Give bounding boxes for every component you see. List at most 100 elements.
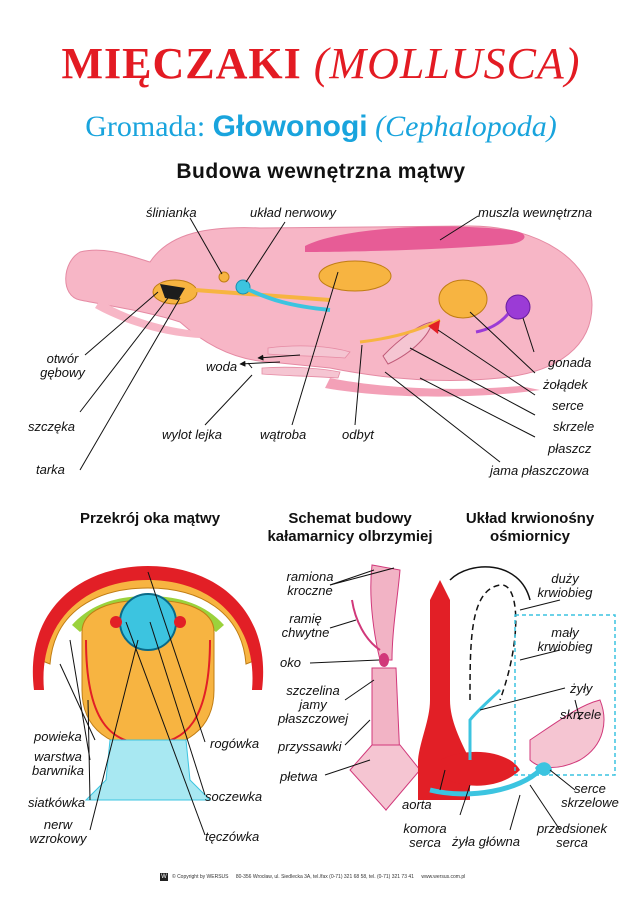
squid-arms xyxy=(370,564,401,661)
label-przedsionek-1: przedsionek xyxy=(536,821,608,836)
label-powieka: powieka xyxy=(34,729,82,744)
gonad-duct xyxy=(475,313,510,334)
subtitle-prefix: Gromada: xyxy=(85,110,206,143)
main-vein xyxy=(429,768,542,797)
gill xyxy=(382,321,433,365)
iris-right xyxy=(174,616,186,628)
cuttlefish-lower-mantle xyxy=(325,378,540,397)
label-jama-plaszczowa: jama płaszczowa xyxy=(490,463,589,478)
section-title-squid-line1: Schemat budowy xyxy=(288,510,412,527)
page-subtitle: Gromada: Głowonogi (Cephalopoda) xyxy=(0,110,642,144)
label-nerw-2: wzrokowy xyxy=(29,831,87,846)
section-title-eye: Przekrój oka mątwy xyxy=(79,510,221,527)
water-arrow-2 xyxy=(257,354,301,361)
footer-copyright: © Copyright by WERSUS xyxy=(172,874,229,880)
label-skrzele: skrzele xyxy=(553,419,595,434)
label-watroba: wątroba xyxy=(260,427,307,442)
water-arrow-1 xyxy=(239,360,281,367)
veins xyxy=(468,688,502,760)
label-przyssawki: przyssawki xyxy=(278,739,342,754)
aorta-vessel xyxy=(418,580,470,800)
cuttlefish-diagram xyxy=(65,215,593,471)
subtitle-latin: (Cephalopoda) xyxy=(375,110,557,143)
cuttlefish-funnel xyxy=(267,345,351,359)
eye-leader-lines xyxy=(59,571,206,836)
label-plaszcz: płaszcz xyxy=(548,441,592,456)
squid-diagram xyxy=(309,564,421,812)
label-aorta: aorta xyxy=(402,797,432,812)
label-komora-1: komora xyxy=(403,821,447,836)
title-main: MIĘCZAKI xyxy=(61,39,302,88)
label-tarka: tarka xyxy=(36,462,65,477)
section-title-squid-line2: kałamarnicy olbrzymiej xyxy=(267,528,433,545)
label-otwor-2: gębowy xyxy=(40,365,85,380)
heart-ventricle xyxy=(440,751,520,786)
label-siatkowka: siatkówka xyxy=(28,795,86,810)
publisher-logo: W xyxy=(160,873,168,881)
gonad xyxy=(505,294,531,320)
title-latin: (MOLLUSCA) xyxy=(313,39,581,88)
label-ramiona-2: kroczne xyxy=(287,583,333,598)
label-komora-2: serca xyxy=(409,835,441,850)
optic-nerve xyxy=(84,739,212,801)
label-szczelina-2: jamy xyxy=(299,697,327,712)
label-wylot-lejka: wylot lejka xyxy=(162,427,222,442)
iris-left xyxy=(110,616,122,628)
eye-diagram xyxy=(32,566,264,836)
subtitle-name: Głowonogi xyxy=(212,110,368,143)
squid-leader-lines xyxy=(309,567,395,776)
cuttlefish-funnel-outlet xyxy=(261,366,341,379)
cuttlefish-leader-lines xyxy=(79,215,536,471)
label-uklad-nerwowy: układ nerwowy xyxy=(250,205,336,220)
label-skrzele-blood: skrzele xyxy=(560,707,602,722)
page-title: MIĘCZAKI (MOLLUSCA) xyxy=(0,38,642,89)
label-teczowka: tęczówka xyxy=(205,829,260,844)
label-serce: serce xyxy=(552,398,584,413)
small-circuit-box xyxy=(514,614,616,776)
nerve-cord xyxy=(242,285,331,312)
label-szczelina-3: płaszczowej xyxy=(278,711,349,726)
label-szczeka: szczęka xyxy=(28,419,75,434)
label-maly-1: mały xyxy=(551,625,579,640)
label-duzy-2: krwiobieg xyxy=(537,585,593,600)
lens xyxy=(119,593,177,651)
blood-leader-lines xyxy=(439,599,581,831)
label-zoladek: żołądek xyxy=(543,377,588,392)
label-zyly: żyły xyxy=(570,681,593,696)
label-otwor-1: otwór xyxy=(46,351,79,366)
label-oko: oko xyxy=(280,655,301,670)
systemic-loop-dashed xyxy=(469,584,517,701)
salivary-gland xyxy=(218,271,230,283)
footer-address: 80-356 Wrocław, ul. Siedlecka 3A, tel./f… xyxy=(235,874,414,880)
label-warstwa-2: barwnika xyxy=(31,763,85,778)
section-title-blood-line2: ośmiornicy xyxy=(489,528,571,545)
label-serce-2: skrzelowe xyxy=(561,795,619,810)
label-szczelina-1: szczelina xyxy=(286,683,340,698)
label-pletwa: płetwa xyxy=(280,769,318,784)
cuttlebone xyxy=(305,226,525,252)
heart xyxy=(428,320,440,334)
squid-eye xyxy=(379,653,389,667)
label-duzy-1: duży xyxy=(551,571,579,586)
footer-website: www.wersus.com.pl xyxy=(421,874,466,880)
section-title-blood-line1: Układ krwionośny xyxy=(465,510,595,527)
label-rogowka: rogówka xyxy=(210,736,260,751)
label-ramie-1: ramię xyxy=(289,611,322,626)
label-slinianka: ślinianka xyxy=(146,205,197,220)
eyeball xyxy=(81,599,215,749)
branchial-heart xyxy=(535,762,552,776)
label-maly-2: krwiobieg xyxy=(537,639,593,654)
